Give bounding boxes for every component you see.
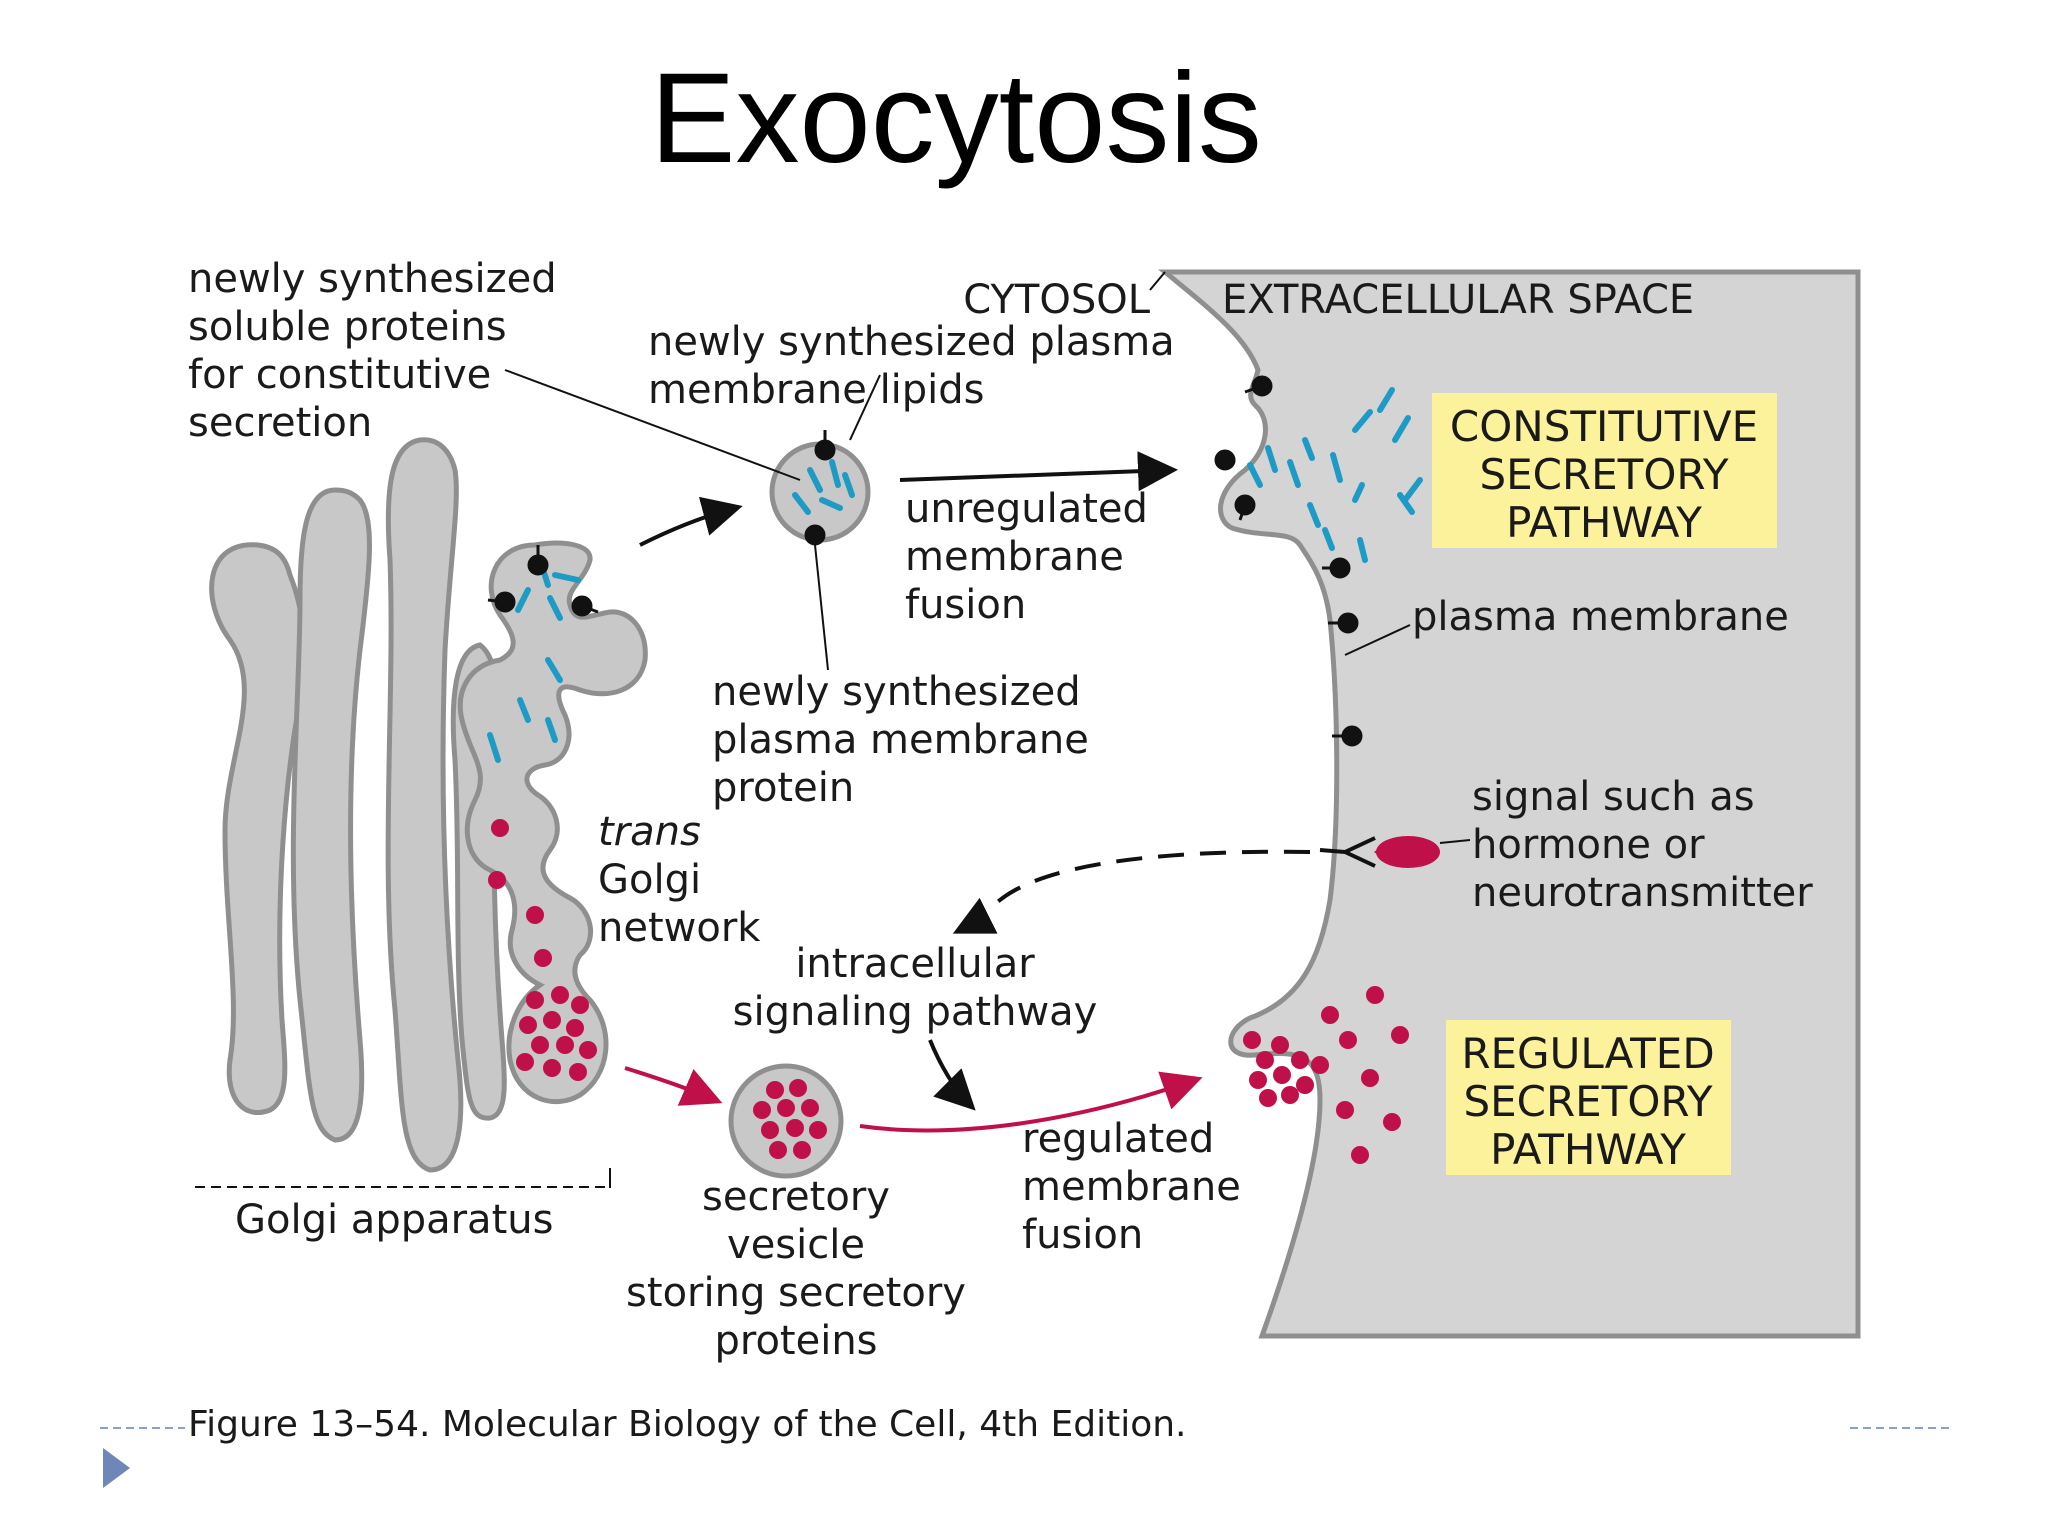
svg-text:SECRETORY: SECRETORY (1479, 450, 1728, 499)
membrane-protein-label: newly synthesized plasma membrane protei… (712, 669, 1089, 811)
svg-text:vesicle: vesicle (727, 1222, 865, 1268)
slide-title: Exocytosis (650, 47, 1262, 190)
extracellular-space-label: EXTRACELLULAR SPACE (1222, 277, 1694, 323)
secretory-vesicle (728, 1063, 844, 1179)
membrane-protein-marks-golgi (487, 545, 599, 617)
svg-text:signaling pathway: signaling pathway (733, 989, 1098, 1035)
svg-text:neurotransmitter: neurotransmitter (1472, 870, 1813, 916)
svg-text:REGULATED: REGULATED (1461, 1029, 1714, 1078)
svg-text:newly synthesized: newly synthesized (188, 256, 557, 302)
svg-text:newly synthesized: newly synthesized (712, 669, 1081, 715)
svg-text:secretion: secretion (188, 400, 372, 446)
membrane-lipids-label: newly synthesized plasma membrane lipids (648, 319, 1175, 413)
svg-text:newly synthesized plasma: newly synthesized plasma (648, 319, 1175, 365)
intracellular-signaling-label: intracellular signaling pathway (733, 941, 1098, 1035)
soluble-proteins-label: newly synthesized soluble proteins for c… (188, 256, 557, 446)
slide-bullet-icon (103, 1448, 130, 1488)
svg-text:CONSTITUTIVE: CONSTITUTIVE (1450, 402, 1758, 451)
svg-text:storing secretory: storing secretory (626, 1270, 966, 1316)
svg-text:Golgi: Golgi (598, 857, 701, 903)
svg-text:hormone or: hormone or (1472, 822, 1705, 868)
svg-text:protein: protein (712, 765, 854, 811)
svg-text:membrane: membrane (905, 534, 1124, 580)
svg-text:regulated: regulated (1022, 1116, 1214, 1162)
golgi-apparatus (209, 437, 648, 1173)
unregulated-fusion-label: unregulated membrane fusion (905, 486, 1148, 628)
regulated-fusion-label: regulated membrane fusion (1022, 1116, 1241, 1258)
svg-text:network: network (598, 905, 761, 951)
svg-text:fusion: fusion (905, 582, 1026, 628)
lipid-marks-golgi (487, 557, 581, 763)
secretory-protein-marks-extracellular (1243, 986, 1409, 1164)
svg-text:unregulated: unregulated (905, 486, 1148, 532)
arrows (624, 451, 1311, 1133)
plasma-membrane-label: plasma membrane (1412, 594, 1789, 640)
svg-text:PATHWAY: PATHWAY (1506, 498, 1702, 547)
leader-lines (504, 271, 1471, 844)
svg-text:membrane: membrane (1022, 1164, 1241, 1210)
svg-text:soluble proteins: soluble proteins (188, 304, 507, 350)
regulated-pathway-box: REGULATED SECRETORY PATHWAY (1446, 1020, 1731, 1175)
trans-golgi-network-label: trans Golgi network (598, 809, 761, 951)
svg-text:intracellular: intracellular (795, 941, 1035, 987)
cytosol-label: CYTOSOL (963, 277, 1150, 323)
svg-text:fusion: fusion (1022, 1212, 1143, 1258)
golgi-apparatus-label: Golgi apparatus (235, 1197, 553, 1243)
svg-text:membrane lipids: membrane lipids (648, 367, 985, 413)
svg-text:for constitutive: for constitutive (188, 352, 491, 398)
figure-caption: Figure 13–54. Molecular Biology of the C… (188, 1404, 1187, 1445)
constitutive-pathway-box: CONSTITUTIVE SECRETORY PATHWAY (1432, 393, 1777, 548)
signal-label: signal such as hormone or neurotransmitt… (1472, 774, 1813, 916)
svg-text:proteins: proteins (714, 1318, 877, 1364)
svg-text:PATHWAY: PATHWAY (1490, 1125, 1686, 1174)
receptor-signal (1319, 836, 1440, 868)
constitutive-vesicle (769, 430, 871, 546)
secretory-protein-marks-golgi (488, 819, 597, 1081)
plasma-membrane-protein-marks (1214, 375, 1363, 747)
svg-text:trans: trans (598, 809, 701, 855)
svg-text:signal such as: signal such as (1472, 774, 1755, 820)
svg-text:SECRETORY: SECRETORY (1463, 1077, 1712, 1126)
svg-text:plasma membrane: plasma membrane (712, 717, 1089, 763)
secretory-vesicle-label: secretory vesicle storing secretory prot… (626, 1174, 966, 1364)
lipid-marks-extracellular (1247, 387, 1423, 563)
svg-text:secretory: secretory (702, 1174, 890, 1220)
